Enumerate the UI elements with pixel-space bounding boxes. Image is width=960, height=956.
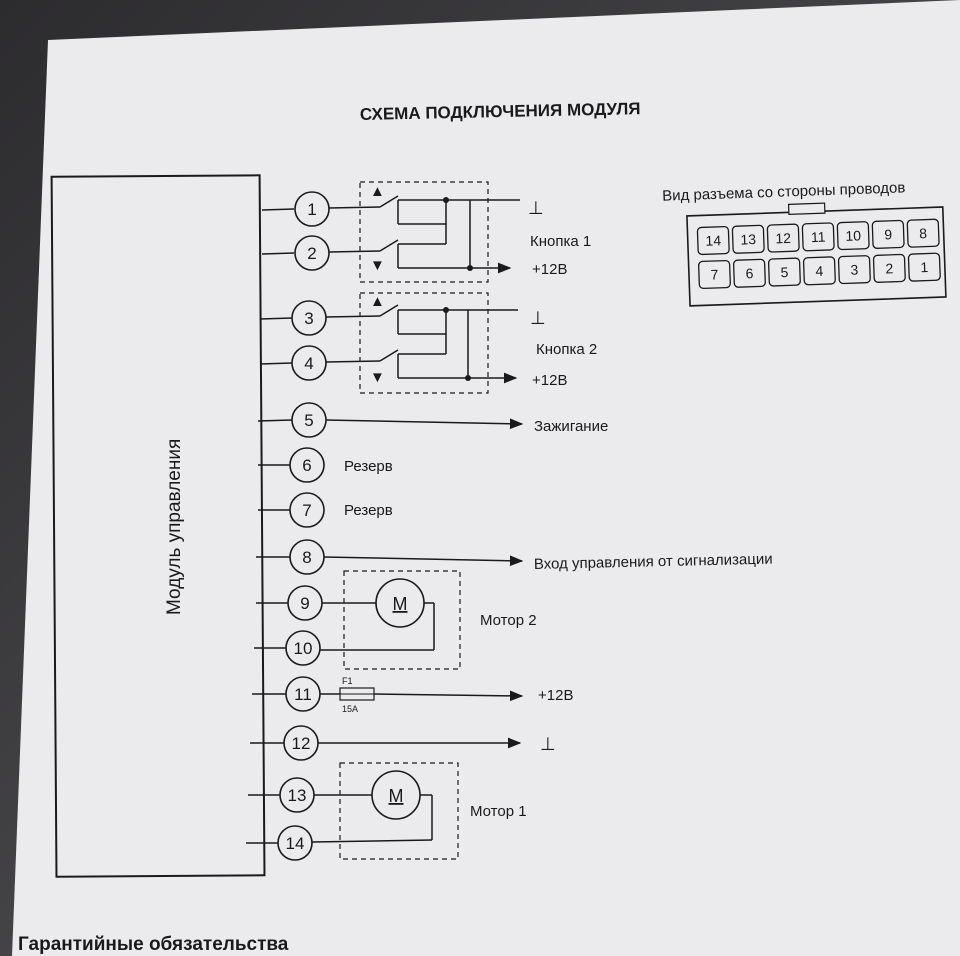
- svg-text:13: 13: [740, 231, 756, 248]
- svg-text:12: 12: [292, 734, 311, 753]
- svg-text:3: 3: [850, 261, 859, 277]
- plus12v-label: +12В: [532, 372, 567, 389]
- motor-1-block: M: [311, 762, 459, 860]
- connector-pin-11: 11: [801, 222, 835, 252]
- reserve-6-label: Резерв: [344, 458, 393, 475]
- pin-1: 1: [294, 191, 330, 227]
- svg-text:11: 11: [811, 229, 826, 246]
- pin-7: 7: [289, 492, 325, 528]
- pin-12: 12: [283, 725, 319, 761]
- control-module-label: Модуль управления: [164, 439, 185, 615]
- button-1-switch: ▲ ▼: [328, 181, 520, 283]
- pin-4: 4: [291, 345, 327, 381]
- connector-pin-5: 5: [767, 257, 801, 287]
- svg-text:4: 4: [815, 263, 824, 279]
- svg-text:7: 7: [302, 501, 311, 520]
- connector-pin-14: 14: [696, 225, 730, 256]
- plus12v-label: +12В: [538, 687, 573, 704]
- down-arrow-icon: ▼: [370, 369, 385, 386]
- connector-pin-12: 12: [766, 223, 800, 253]
- svg-text:9: 9: [884, 226, 893, 242]
- plus12v-label: +12В: [532, 261, 567, 278]
- svg-text:10: 10: [294, 639, 313, 658]
- svg-text:11: 11: [294, 685, 312, 704]
- svg-text:1: 1: [307, 200, 316, 219]
- ground-symbol: ⊥: [530, 308, 546, 328]
- reserve-7-label: Резерв: [344, 502, 393, 519]
- svg-text:6: 6: [745, 265, 754, 281]
- svg-text:10: 10: [845, 227, 861, 244]
- svg-text:8: 8: [919, 225, 928, 241]
- pin-10: 10: [285, 630, 321, 666]
- fuse-f1: F1 15A: [320, 676, 524, 714]
- svg-text:3: 3: [304, 309, 313, 328]
- svg-text:9: 9: [300, 594, 309, 613]
- button-2-switch: ▲ ▼: [325, 292, 518, 394]
- connector-pin-2: 2: [872, 253, 906, 283]
- motor-2-block: M: [320, 570, 461, 670]
- svg-text:2: 2: [885, 260, 894, 276]
- pin-2: 2: [294, 235, 330, 271]
- connector-pin-13: 13: [731, 224, 765, 254]
- pin-5: 5: [291, 402, 327, 438]
- pin-14: 14: [277, 825, 313, 861]
- connector-pin-7: 7: [698, 259, 731, 290]
- connector-pin-10: 10: [836, 221, 870, 251]
- svg-text:2: 2: [307, 244, 316, 263]
- connector-pin-3: 3: [837, 255, 871, 285]
- motor-2-label: Мотор 2: [480, 612, 537, 629]
- svg-text:M: M: [393, 594, 408, 614]
- pin-wires: [246, 208, 295, 844]
- paper-sheet: [12, 0, 960, 956]
- svg-text:4: 4: [304, 354, 313, 373]
- ground-symbol: ⊥: [540, 734, 556, 754]
- pin-9: 9: [287, 585, 323, 621]
- up-arrow-icon: ▲: [370, 293, 385, 310]
- connector-pin-6: 6: [732, 258, 766, 288]
- svg-text:12: 12: [775, 230, 791, 247]
- pin-13: 13: [279, 777, 315, 813]
- svg-text:15A: 15A: [342, 704, 358, 714]
- svg-text:6: 6: [302, 456, 311, 475]
- pin-6: 6: [289, 447, 325, 483]
- pin-8: 8: [289, 539, 325, 575]
- button-2-label: Кнопка 2: [536, 341, 597, 358]
- alarm-input-label: Вход управления от сигнализации: [534, 551, 773, 573]
- control-module-box: [50, 174, 266, 878]
- pin-3: 3: [291, 300, 327, 336]
- svg-text:8: 8: [302, 548, 311, 567]
- ignition-label: Зажигание: [534, 418, 608, 435]
- svg-text:M: M: [389, 786, 404, 806]
- connector-pin-9: 9: [871, 219, 905, 249]
- button-1-label: Кнопка 1: [530, 233, 591, 250]
- svg-text:5: 5: [780, 264, 789, 280]
- alarm-input-wire: [323, 555, 524, 567]
- motor-2-icon: [375, 578, 425, 628]
- motor-1-label: Мотор 1: [470, 803, 527, 820]
- footer-heading: Гарантийные обязательства: [18, 934, 289, 955]
- down-arrow-icon: ▼: [370, 257, 385, 274]
- connector-pin-grid: 14 13 12 11 10 9 8 7 6 5 4 3 2 1: [696, 218, 941, 290]
- up-arrow-icon: ▲: [370, 183, 385, 200]
- connector-pin-8: 8: [906, 218, 940, 248]
- svg-text:7: 7: [710, 266, 719, 282]
- ignition-wire: [325, 418, 524, 430]
- svg-text:1: 1: [920, 259, 929, 275]
- connector-pin-1: 1: [907, 252, 941, 282]
- svg-text:5: 5: [304, 411, 313, 430]
- svg-text:F1: F1: [342, 676, 353, 686]
- connector-pin-4: 4: [802, 256, 836, 286]
- svg-text:13: 13: [288, 786, 307, 805]
- svg-text:14: 14: [286, 834, 305, 853]
- svg-text:14: 14: [705, 232, 721, 249]
- pin-11: 11: [285, 676, 321, 712]
- ground-symbol: ⊥: [528, 198, 544, 218]
- motor-1-icon: [371, 770, 421, 820]
